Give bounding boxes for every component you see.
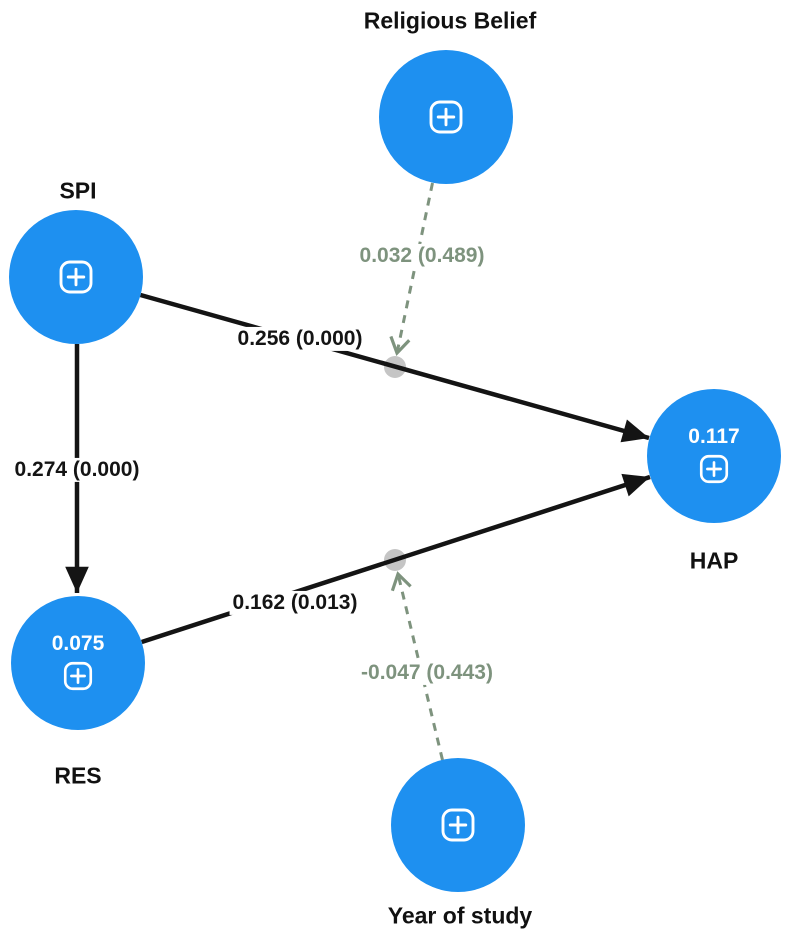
plus-square-icon [699,454,729,484]
path-coefficient-res-hap: 0.162 (0.013) [229,590,361,616]
path-coefficient-yos-moderation: -0.047 (0.443) [358,660,496,686]
node-year-of-study[interactable] [391,758,525,892]
path-coefficient-rb-moderation: 0.032 (0.489) [356,243,488,269]
r-squared-value-res: 0.075 [51,632,105,655]
path-coefficient-spi-res: 0.274 (0.000) [11,457,143,483]
node-res[interactable]: 0.075 [11,596,145,730]
plus-square-icon [59,260,93,294]
node-label-res: RES [54,762,102,789]
node-label-year-of-study: Year of study [387,902,533,929]
plus-square-icon [429,100,463,134]
plus-square-icon [441,808,475,842]
path-coefficient-spi-hap: 0.256 (0.000) [234,326,366,352]
path-spi-hap [139,292,650,443]
path-res-hap [141,473,651,645]
node-hap[interactable]: 0.117 [647,389,781,523]
node-label-religious-belief: Religious Belief [363,7,537,34]
plus-square-icon [63,661,93,691]
r-squared-value-hap: 0.117 [688,425,740,448]
node-label-spi: SPI [59,177,97,204]
node-religious-belief[interactable] [379,50,513,184]
node-spi[interactable] [9,210,143,344]
node-label-hap: HAP [689,547,739,574]
